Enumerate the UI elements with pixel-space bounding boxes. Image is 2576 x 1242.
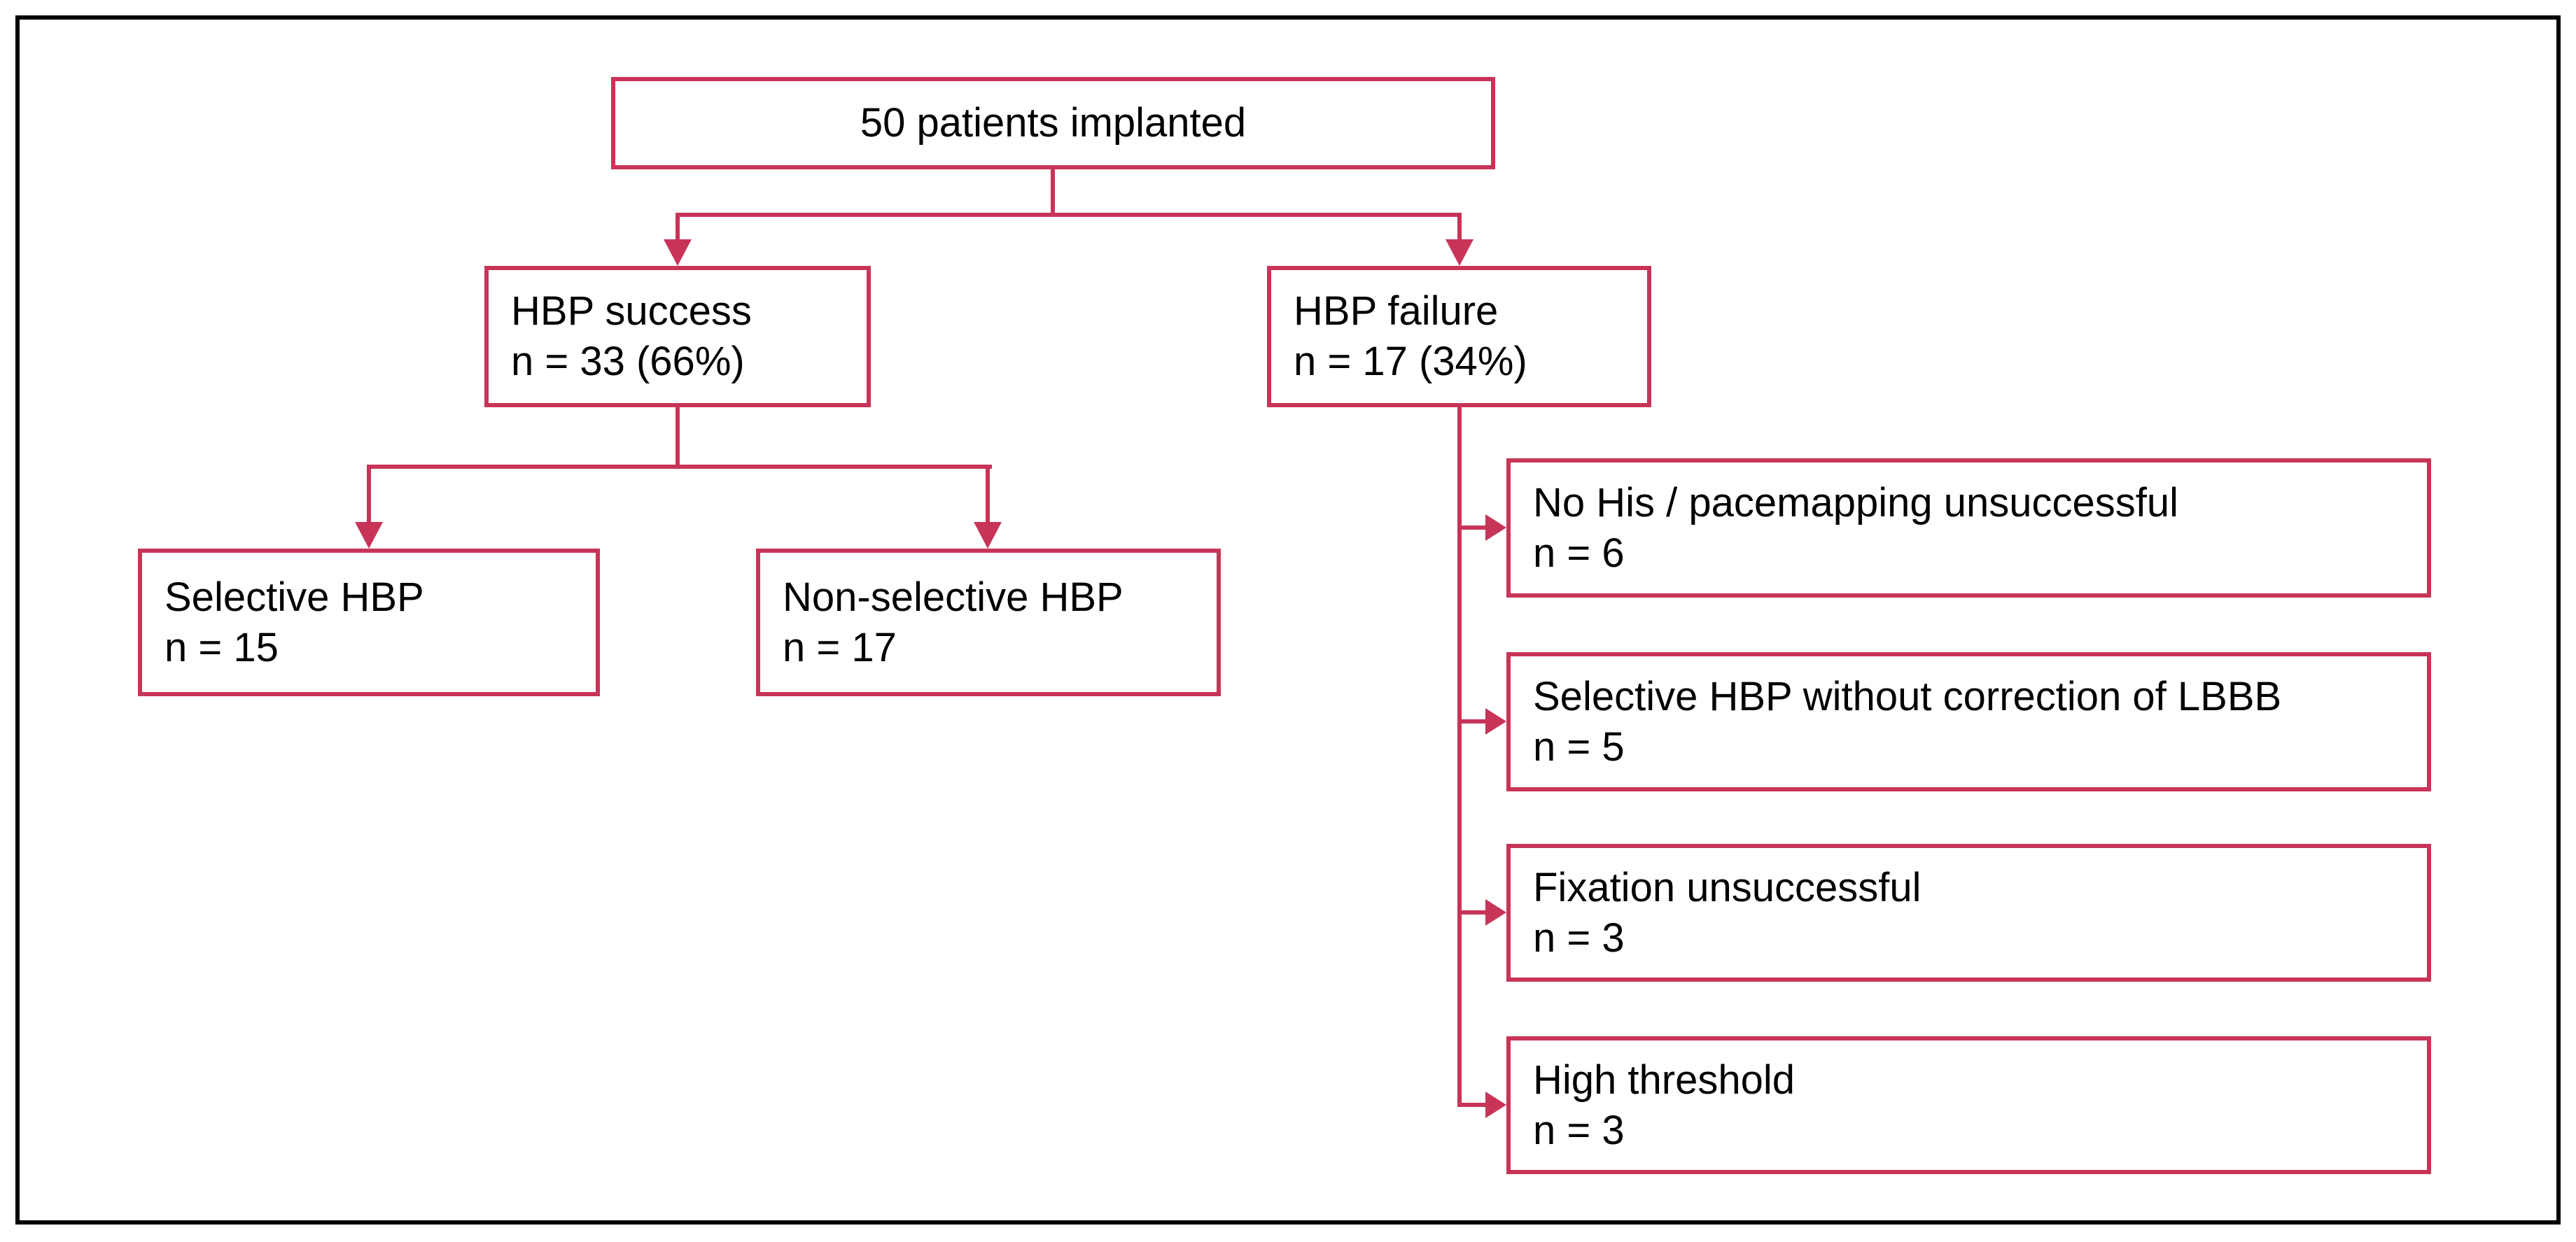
- node-title: High threshold: [1533, 1057, 1795, 1103]
- connector-to-selective: [367, 465, 371, 525]
- arrow-right-branch-3-icon: [1485, 899, 1506, 926]
- connector-failure-rail: [1457, 407, 1462, 1107]
- connector-root-stem: [1051, 169, 1055, 215]
- connector-branch-2: [1457, 719, 1488, 724]
- node-title: HBP failure: [1294, 288, 1499, 334]
- connector-to-failure: [1457, 213, 1462, 244]
- node-count: n = 6: [1533, 530, 1625, 576]
- figure-frame: [15, 15, 2561, 1225]
- node-patients-implanted: 50 patients implanted: [611, 77, 1495, 169]
- connector-branch-1: [1457, 525, 1488, 530]
- node-fixation-unsuccessful: Fixation unsuccessful n = 3: [1506, 844, 2431, 982]
- node-title: Non-selective HBP: [783, 574, 1124, 620]
- node-selective-without-lbbb-correction: Selective HBP without correction of LBBB…: [1506, 652, 2431, 791]
- node-high-threshold: High threshold n = 3: [1506, 1036, 2431, 1174]
- node-selective-hbp: Selective HBP n = 15: [138, 549, 600, 696]
- node-count: n = 3: [1533, 915, 1625, 961]
- node-count: n = 15: [164, 624, 279, 670]
- node-title: No His / pacemapping unsuccessful: [1533, 479, 2179, 525]
- node-label: 50 patients implanted: [860, 100, 1247, 146]
- arrow-down-nonselective-icon: [974, 522, 1002, 549]
- arrow-right-branch-1-icon: [1485, 514, 1506, 541]
- node-count: n = 3: [1533, 1107, 1625, 1153]
- node-non-selective-hbp: Non-selective HBP n = 17: [756, 549, 1221, 696]
- node-count: n = 17 (34%): [1294, 339, 1527, 384]
- arrow-right-branch-4-icon: [1485, 1092, 1506, 1118]
- arrow-down-failure-icon: [1446, 239, 1474, 266]
- node-count: n = 17: [783, 624, 897, 670]
- arrow-right-branch-2-icon: [1485, 708, 1506, 735]
- connector-branch-4: [1457, 1103, 1488, 1107]
- node-title: Selective HBP: [164, 574, 424, 620]
- connector-branch-3: [1457, 910, 1488, 915]
- connector-success-stem: [676, 407, 680, 469]
- node-title: HBP success: [511, 288, 752, 334]
- node-count: n = 5: [1533, 724, 1625, 770]
- connector-to-nonselective: [986, 465, 990, 525]
- node-hbp-success: HBP success n = 33 (66%): [484, 266, 871, 407]
- connector-root-split-bar: [676, 213, 1462, 217]
- connector-to-success: [676, 213, 680, 244]
- arrow-down-success-icon: [664, 239, 692, 266]
- connector-success-split-bar: [367, 465, 992, 469]
- node-title: Fixation unsuccessful: [1533, 864, 1921, 910]
- node-no-his-pacemapping: No His / pacemapping unsuccessful n = 6: [1506, 458, 2431, 598]
- node-hbp-failure: HBP failure n = 17 (34%): [1267, 266, 1651, 407]
- node-count: n = 33 (66%): [511, 339, 745, 384]
- arrow-down-selective-icon: [355, 522, 383, 549]
- node-title: Selective HBP without correction of LBBB: [1533, 673, 2282, 719]
